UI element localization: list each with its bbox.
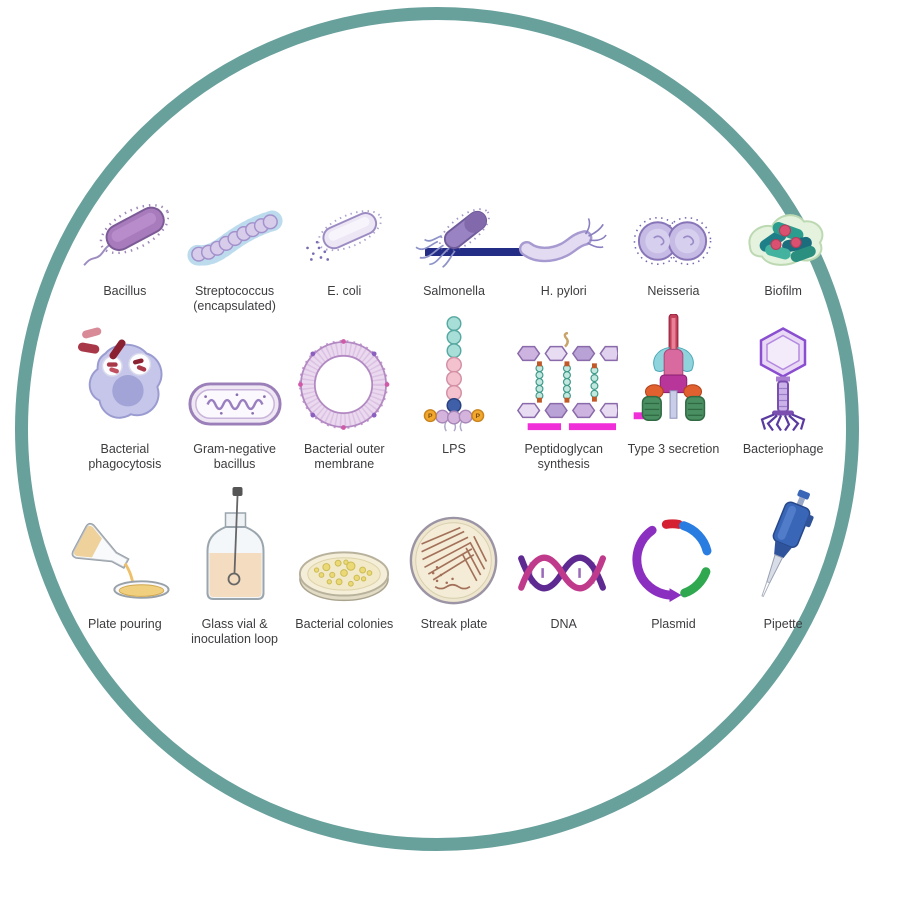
h-pylori-icon <box>518 218 607 263</box>
bacterial-colonies-icon <box>299 551 390 602</box>
e-coli-icon <box>306 210 383 261</box>
item-label: Peptidoglycan synthesis <box>524 442 603 471</box>
item-label: Glass vial & inoculation loop <box>191 617 278 646</box>
plate-pouring-icon <box>71 522 170 599</box>
bacteriophage-icon <box>759 327 807 432</box>
item-peptidoglycan-synthesis: Peptidoglycan synthesis <box>509 312 619 472</box>
item-label: Plate pouring <box>88 617 162 631</box>
item-biofilm: Biofilm <box>728 178 838 314</box>
plasmid-icon <box>632 519 712 603</box>
item-e-coli: E. coli <box>289 178 399 314</box>
item-neisseria: Neisseria <box>619 178 729 314</box>
item-label: Biofilm <box>764 284 802 298</box>
item-label: Bacillus <box>103 284 147 298</box>
item-label: Gram-negative bacillus <box>193 442 276 471</box>
bacterial-outer-membrane-icon <box>298 339 390 430</box>
item-label: DNA <box>550 617 577 631</box>
row-bacterial-structures: Bacterial phagocytosis Gram-negative bac… <box>70 312 838 472</box>
item-label: Pipette <box>763 617 803 631</box>
item-glass-vial-inoculation-loop: Glass vial & inoculation loop <box>180 483 290 647</box>
biofilm-icon <box>748 214 824 266</box>
phosphate-label: P <box>475 413 480 420</box>
lps-icon: P P <box>423 316 485 432</box>
item-type-3-secretion: Type 3 secretion <box>619 312 729 472</box>
neisseria-icon <box>634 216 712 266</box>
bacillus-icon <box>83 203 169 266</box>
streak-plate-icon <box>409 516 498 605</box>
item-label: Salmonella <box>423 284 485 298</box>
item-streak-plate: Streak plate <box>399 483 509 647</box>
phosphate-label: P <box>428 413 433 420</box>
item-label: Streak plate <box>420 617 488 631</box>
item-label: Bacterial outer membrane <box>303 442 385 471</box>
artifact-white-strip <box>440 239 504 248</box>
item-label: E. coli <box>327 284 362 298</box>
item-bacterial-outer-membrane: Bacterial outer membrane <box>289 312 399 472</box>
item-bacterial-colonies: Bacterial colonies <box>289 483 399 647</box>
item-pipette: Pipette <box>728 483 838 647</box>
item-dna: DNA <box>509 483 619 647</box>
item-label: LPS <box>442 442 466 456</box>
peptidoglycan-synthesis-icon <box>516 332 618 431</box>
item-plate-pouring: Plate pouring <box>70 483 180 647</box>
row-lab-techniques: Plate pouring Glass vial & inoculation l… <box>70 483 838 647</box>
item-label: Bacterial phagocytosis <box>88 442 162 471</box>
item-h-pylori: H. pylori <box>509 178 619 314</box>
item-label: Bacteriophage <box>742 442 824 456</box>
type-3-secretion-icon <box>634 314 706 421</box>
item-lps: P P LPS <box>399 312 509 472</box>
item-gram-negative-bacillus: Gram-negative bacillus <box>180 312 290 472</box>
salmonella-icon <box>415 208 490 268</box>
pipette-icon <box>761 489 814 598</box>
item-bacterial-phagocytosis: Bacterial phagocytosis <box>70 312 180 472</box>
item-bacillus: Bacillus <box>70 178 180 314</box>
glass-vial-inoculation-loop-icon <box>206 487 265 600</box>
dna-icon <box>517 554 606 592</box>
item-label: H. pylori <box>540 284 587 298</box>
item-label: Bacterial colonies <box>295 617 394 631</box>
item-streptococcus: Streptococcus (encapsulated) <box>180 178 290 314</box>
item-plasmid: Plasmid <box>619 483 729 647</box>
item-label: Type 3 secretion <box>627 442 720 456</box>
streptococcus-icon <box>187 210 283 266</box>
bacterial-phagocytosis-icon <box>77 327 163 419</box>
item-label: Neisseria <box>647 284 700 298</box>
item-bacteriophage: Bacteriophage <box>728 312 838 472</box>
item-salmonella: Salmonella <box>399 178 509 314</box>
row-bacteria-types: Bacillus Streptococcus (encapsulated) <box>70 178 838 314</box>
item-label: Plasmid <box>651 617 696 631</box>
gram-negative-bacillus-icon <box>188 382 282 426</box>
artifact-navy-bar <box>425 248 535 256</box>
item-label: Streptococcus (encapsulated) <box>193 284 276 313</box>
